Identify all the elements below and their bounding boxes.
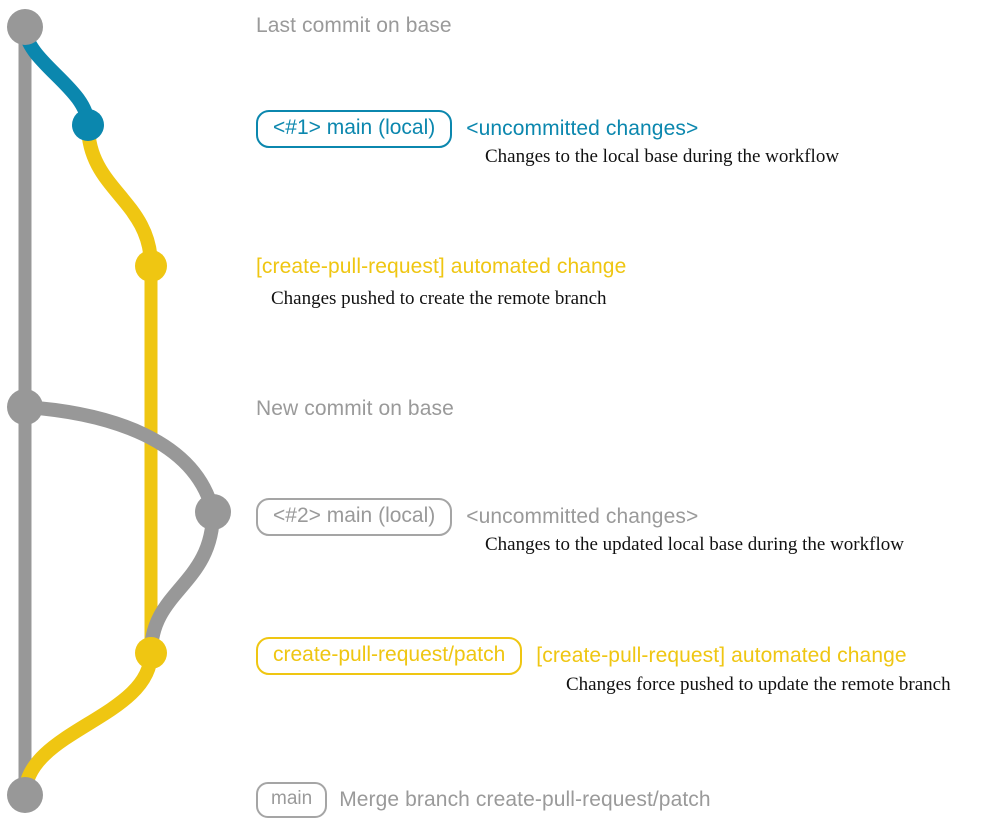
branch-pill-local-main-2[interactable]: <#2> main (local) (256, 498, 453, 536)
branch-pill-create-pull-request-patch[interactable]: create-pull-request/patch (256, 637, 523, 675)
description-local-main-1: Changes to the local base during the wor… (485, 146, 840, 167)
row-last-commit-on-base: Last commit on base (256, 13, 981, 39)
description-automated-change-2: Changes force pushed to update the remot… (566, 674, 951, 695)
row-local-main-2: <#2> main (local) <uncommitted changes> (256, 498, 981, 536)
node-merge[interactable] (7, 777, 43, 813)
headline-uncommitted-changes-1: <uncommitted changes> (466, 117, 699, 140)
row-merge-commit: main Merge branch create-pull-request/pa… (256, 782, 981, 818)
headline-uncommitted-changes-2: <uncommitted changes> (466, 505, 699, 528)
description-automated-change-1: Changes pushed to create the remote bran… (271, 288, 607, 309)
row-automated-change-2: create-pull-request/patch [create-pull-r… (256, 637, 981, 675)
row-automated-change-1: [create-pull-request] automated change (256, 254, 981, 280)
node-patch-1[interactable] (135, 250, 167, 282)
row-automated-change-1-description: Changes pushed to create the remote bran… (271, 288, 981, 310)
edge-local-2-to-patch (144, 505, 220, 660)
node-base-top[interactable] (7, 9, 43, 45)
headline-automated-change-2: [create-pull-request] automated change (536, 644, 907, 667)
description-local-main-2: Changes to the updated local base during… (485, 534, 904, 555)
row-automated-change-2-description: Changes force pushed to update the remot… (566, 674, 981, 696)
headline-last-commit-on-base: Last commit on base (256, 14, 452, 37)
headline-automated-change-1: [create-pull-request] automated change (256, 255, 627, 278)
edge-base-to-local-2 (18, 400, 220, 519)
edge-patch-to-merge (18, 646, 158, 802)
row-local-main-1-description: Changes to the local base during the wor… (485, 146, 981, 168)
row-new-commit-on-base: New commit on base (256, 396, 981, 422)
row-local-main-1: <#1> main (local) <uncommitted changes> (256, 110, 981, 148)
node-local-main-1[interactable] (72, 109, 104, 141)
headline-new-commit-on-base: New commit on base (256, 397, 454, 420)
branch-pill-main[interactable]: main (256, 782, 328, 818)
branch-pill-local-main-1[interactable]: <#1> main (local) (256, 110, 453, 148)
edge-local-1-to-patch (81, 118, 158, 273)
node-local-main-2[interactable] (195, 494, 231, 530)
commit-graph (7, 9, 231, 813)
row-local-main-2-description: Changes to the updated local base during… (485, 534, 981, 556)
headline-merge-commit: Merge branch create-pull-request/patch (339, 788, 711, 811)
node-patch-2[interactable] (135, 637, 167, 669)
node-base-new[interactable] (7, 389, 43, 425)
